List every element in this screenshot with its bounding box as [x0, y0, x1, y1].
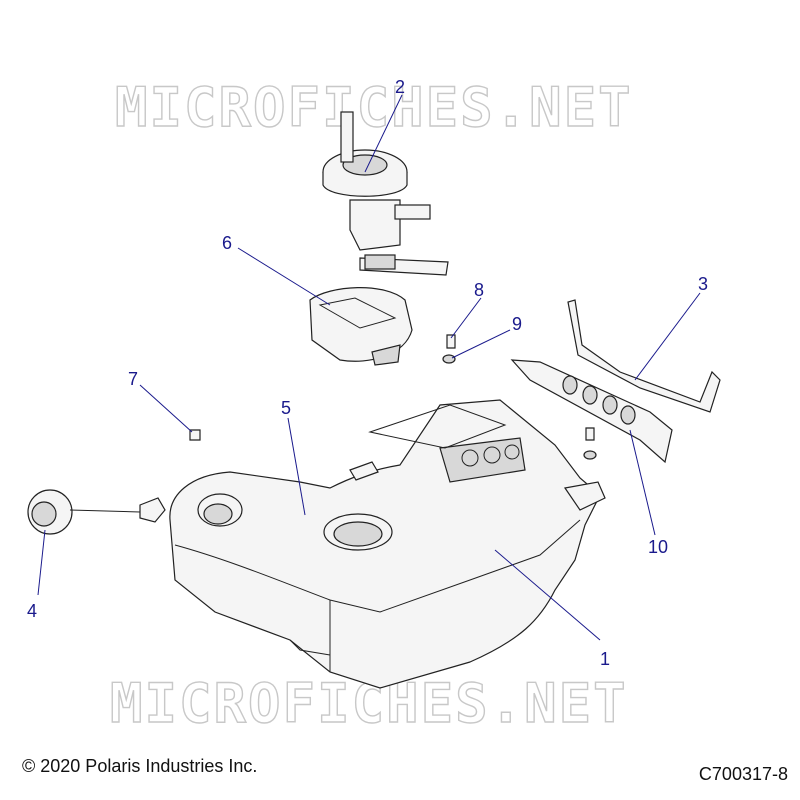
pump-guard — [309, 287, 413, 366]
leader-lines — [37, 94, 701, 641]
callout-9: 9 — [512, 314, 522, 334]
copyright-text: © 2020 Polaris Industries Inc. — [22, 756, 258, 776]
fasteners — [189, 334, 597, 460]
callout-7: 7 — [128, 369, 138, 389]
callout-6: 6 — [222, 233, 232, 253]
callout-1: 1 — [600, 649, 610, 669]
bracket-plate — [510, 359, 673, 464]
callout-10: 10 — [648, 537, 668, 557]
callout-4: 4 — [27, 601, 37, 621]
watermark-top: MICROFICHES.NET — [115, 76, 633, 139]
callouts: 1 2 3 4 5 6 7 8 9 10 — [27, 77, 708, 669]
callout-8: 8 — [474, 280, 484, 300]
callout-5: 5 — [281, 398, 291, 418]
fuel-cap — [27, 489, 166, 535]
tank-strap — [567, 299, 721, 413]
fuel-tank — [169, 399, 606, 689]
diagram-code: C700317-8 — [698, 764, 788, 784]
callout-2: 2 — [395, 77, 405, 97]
callout-3: 3 — [698, 274, 708, 294]
